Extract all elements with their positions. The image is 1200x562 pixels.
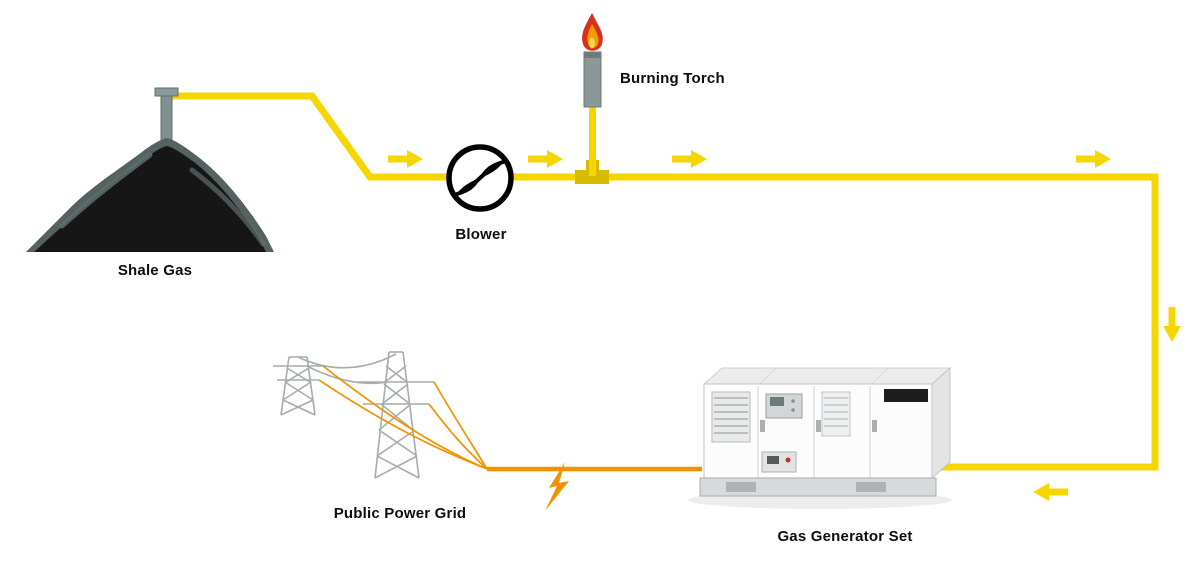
mound-right-highlight (189, 167, 266, 247)
span-wire-1 (306, 365, 389, 385)
flow-arrow-down-icon (1163, 307, 1181, 342)
door-handle-1 (760, 420, 765, 432)
public-power-grid-label: Public Power Grid (333, 505, 467, 522)
flame-core-icon (589, 37, 595, 49)
generator-side-face (931, 366, 951, 480)
shale-mound (34, 146, 266, 252)
blower-label: Blower (455, 226, 507, 243)
flow-arrow-right-1-icon (388, 150, 423, 168)
lightning-bolt-icon (545, 462, 569, 511)
flow-arrow-right-3-icon (672, 150, 707, 168)
generator-door-vent (821, 391, 851, 437)
door-handle-2 (816, 420, 821, 432)
generator-top-face (702, 367, 952, 385)
blower-symbol (446, 144, 514, 212)
gas-generator-set-node (688, 366, 952, 509)
gas-generator-set-label: Gas Generator Set (777, 528, 913, 545)
generator-air-vent (711, 391, 751, 443)
burning-torch-node (575, 13, 609, 184)
generator-brand-plate (884, 389, 928, 402)
mound-ridge-highlight (59, 152, 153, 229)
gas-pipeline (166, 92, 1159, 471)
public-power-grid-node (273, 351, 434, 479)
door-handle-3 (872, 420, 877, 432)
blower-fan-icon (455, 160, 505, 196)
torch-stack (583, 51, 602, 108)
span-wire-2 (297, 353, 397, 369)
flow-arrow-left-icon (1033, 483, 1068, 501)
burning-torch-label: Burning Torch (620, 70, 725, 87)
pipeline-tee-fitting (575, 170, 609, 184)
shale-gas-well (26, 87, 274, 252)
generator-control-panel (765, 393, 803, 419)
power-drop-wires (318, 365, 488, 470)
transmission-tower-left (273, 356, 323, 416)
flow-arrow-right-4-icon (1076, 150, 1111, 168)
well-pipe-cap (154, 87, 179, 97)
torch-stack-rim (584, 52, 601, 58)
shale-gas-label: Shale Gas (117, 262, 193, 279)
transmission-tower-right (358, 351, 434, 479)
forklift-pocket-1 (726, 482, 756, 492)
forklift-pocket-2 (856, 482, 886, 492)
generator-switch-panel (761, 451, 797, 473)
flow-arrow-right-2-icon (528, 150, 563, 168)
